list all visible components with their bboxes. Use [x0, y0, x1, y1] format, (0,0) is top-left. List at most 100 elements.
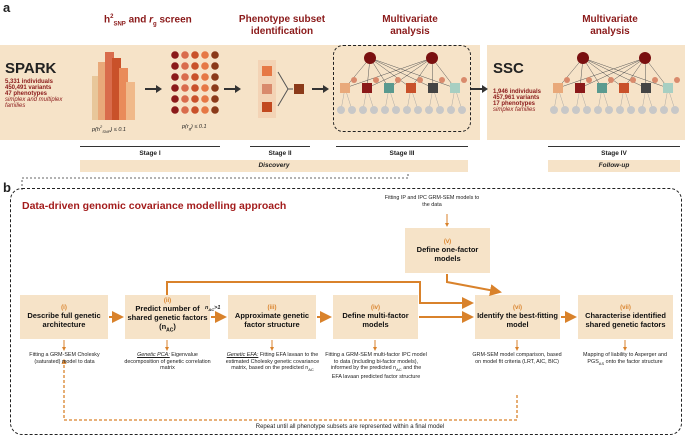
phenotype-node: [619, 83, 629, 93]
screen-title: h2SNP and rg screen: [104, 14, 192, 28]
desc-iv: Fitting a GRM-SEM multi-factor IPC model…: [325, 352, 427, 380]
variant-node: [414, 106, 422, 114]
step-vii-box: (vii) Characterise identified shared gen…: [578, 295, 673, 339]
multivariate-title-2: Multivariate analysis: [582, 14, 638, 37]
step-i-box: (i) Describe full genetic architecture: [20, 295, 108, 339]
spark-families: simplex and multiplex families: [5, 97, 63, 109]
step-ii-title: Predict number of shared genetic factors…: [127, 304, 208, 334]
variant-node: [436, 106, 444, 114]
step-iii-num: (iii): [267, 305, 277, 311]
correlation-dot: [201, 95, 209, 103]
spark-variants: 450,491 variants: [5, 85, 52, 91]
phenotype-node: [340, 83, 350, 93]
stage-i-label: Stage I: [139, 150, 161, 157]
residual-node: [461, 77, 467, 83]
desc-iii: Genetic EFA: Fitting EFA lavaan to the e…: [225, 352, 320, 373]
variant-node: [550, 106, 558, 114]
residual-node: [630, 77, 636, 83]
step-i-num: (i): [61, 305, 67, 311]
step-vi-num: (vi): [513, 305, 522, 311]
correlation-dot: [201, 62, 209, 70]
residual-node: [351, 77, 357, 83]
spark-individuals: 5,331 individuals: [5, 79, 54, 85]
variant-node: [425, 106, 433, 114]
step-iv-box: (iv) Define multi-factor models: [333, 295, 418, 339]
correlation-dot: [181, 51, 189, 59]
correlation-dot: [181, 95, 189, 103]
stage-ii-line: [250, 146, 310, 147]
correlation-dot: [191, 106, 199, 114]
phenotype-subset-icon: [258, 60, 304, 118]
nac-label: nAC>1: [205, 305, 221, 313]
variant-node: [561, 106, 569, 114]
desc-vi: GRM-SEM model comparison, based on model…: [472, 352, 562, 365]
variant-node: [660, 106, 668, 114]
variant-node: [337, 106, 345, 114]
step-vii-num: (vii): [620, 305, 631, 311]
factor-node: [639, 52, 651, 64]
correlation-dot: [211, 106, 219, 114]
arrow-right-icon: [145, 85, 162, 93]
step-i-title: Describe full genetic architecture: [27, 311, 101, 329]
threshold-h2: p(h2SNP) ≤ 0.1: [92, 124, 126, 134]
factor-node: [577, 52, 589, 64]
ssc-individuals: 1,946 individuals: [493, 89, 542, 95]
correlation-dot: [171, 62, 179, 70]
step-ii-box: (ii) Predict number of shared genetic fa…: [125, 295, 210, 339]
panel-a-letter: a: [3, 0, 11, 15]
correlation-dot: [171, 106, 179, 114]
variant-node: [572, 106, 580, 114]
genetic-correlation-dots-icon: [171, 51, 219, 114]
residual-node: [417, 77, 423, 83]
repeat-note: Repeat until all phenotype subsets are r…: [190, 424, 510, 431]
stage-iii-box: [333, 45, 471, 132]
variant-node: [594, 106, 602, 114]
step-vi-title: Identify the best-fitting model: [477, 311, 558, 329]
residual-node: [439, 77, 445, 83]
step-v-num: (v): [443, 238, 452, 245]
variant-node: [403, 106, 411, 114]
phenotype-node: [597, 83, 607, 93]
variant-node: [370, 106, 378, 114]
arrow-right-icon: [312, 85, 329, 93]
panel-b-title: Data-driven genomic covariance modelling…: [22, 200, 287, 212]
stage-iii-label: Stage III: [389, 150, 415, 157]
step-iii-title: Approximate genetic factor structure: [234, 311, 310, 329]
multivariate-network-icon-followup: [550, 52, 680, 114]
variant-node: [392, 106, 400, 114]
phenotype-subset-title: Phenotype subset identification: [238, 14, 326, 37]
correlation-dot: [211, 84, 219, 92]
threshold-rg: p(rg) ≤ 0.1: [182, 124, 207, 132]
phenotype-node: [553, 83, 563, 93]
correlation-dot: [191, 95, 199, 103]
step-vii-title: Characterise identified shared genetic f…: [585, 311, 666, 329]
phenotype-node: [450, 83, 460, 93]
multivariate-network-icon: [337, 52, 467, 114]
fitting-note: Fitting IP and IPC GRM-SEM models to the…: [384, 195, 480, 208]
desc-ii: Genetic PCA: Eigenvalue decomposition of…: [124, 352, 211, 372]
ssc-name: SSC: [493, 60, 524, 77]
variant-node: [605, 106, 613, 114]
factor-node: [426, 52, 438, 64]
panel-b-frame: [10, 188, 682, 435]
phenotype-node: [362, 83, 372, 93]
phenotype-node: [384, 83, 394, 93]
residual-node: [395, 77, 401, 83]
correlation-dot: [181, 73, 189, 81]
phenotype-node: [663, 83, 673, 93]
discovery-band: [0, 45, 480, 140]
correlation-dot: [171, 95, 179, 103]
spark-name: SPARK: [5, 60, 57, 77]
variant-node: [649, 106, 657, 114]
factor-node: [364, 52, 376, 64]
step-iii-box: (iii) Approximate genetic factor structu…: [228, 295, 316, 339]
spark-info: SPARK 5,331 individuals 450,491 variants…: [5, 60, 75, 109]
step-iv-num: (iv): [371, 305, 380, 311]
phenotype-node: [428, 83, 438, 93]
variant-node: [447, 106, 455, 114]
correlation-dot: [171, 84, 179, 92]
stage-iii-line: [336, 146, 468, 147]
correlation-dot: [171, 51, 179, 59]
correlation-dot: [201, 51, 209, 59]
phenotype-node: [641, 83, 651, 93]
